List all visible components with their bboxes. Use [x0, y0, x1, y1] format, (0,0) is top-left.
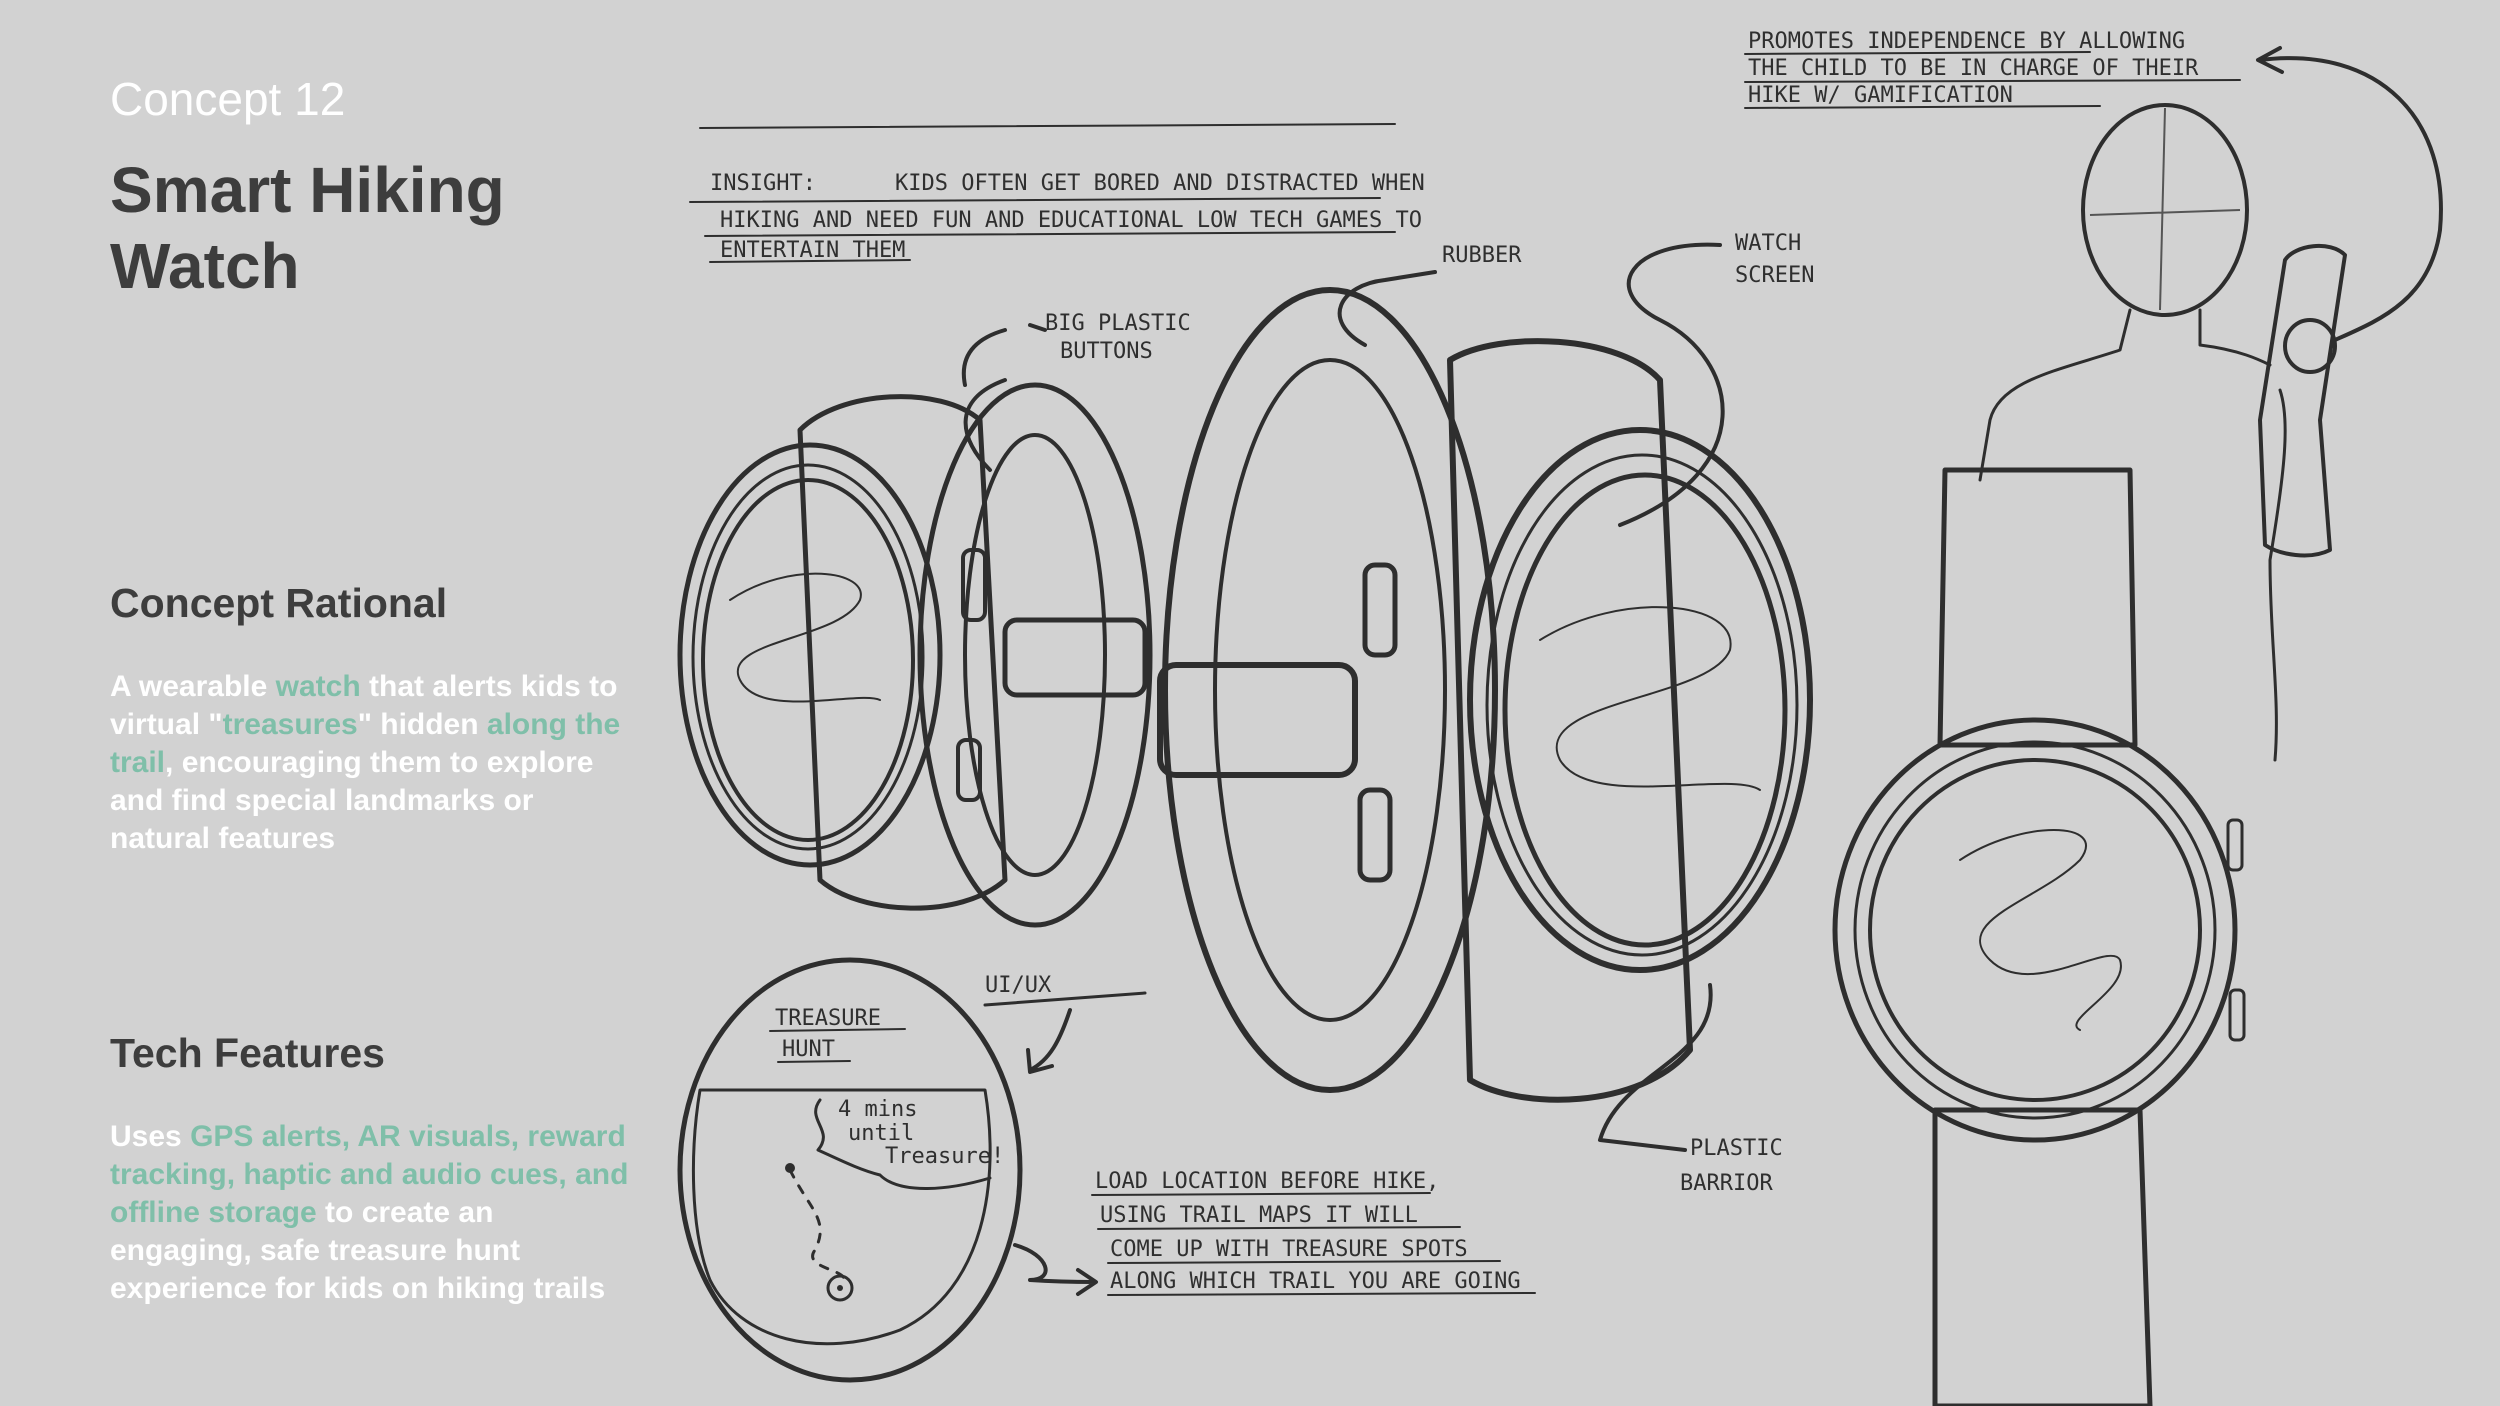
watch-sketch-front [1832, 467, 2246, 1406]
title-line-1: Smart Hiking [110, 154, 505, 226]
treasure-title-2: HUNT [782, 1037, 835, 1062]
concept-label: Concept 12 [110, 73, 346, 125]
rational-text-2: that alerts kids to virtual " [110, 670, 618, 741]
insight-line-3: ENTERTAIN THEM [720, 238, 905, 263]
uiux-sketch: UI/UX TREASURE HUNT 4 mins until Treasur… [677, 957, 1147, 1383]
rational-highlight-1: watch [275, 670, 361, 703]
buttons-label-1: BIG PLASTIC [1045, 311, 1191, 336]
watch-sketch-center [1157, 287, 1813, 1103]
bubble-line-3: Treasure! [885, 1144, 1004, 1169]
rational-heading: Concept Rational [110, 580, 448, 626]
promo-line-3: HIKE W/ GAMIFICATION [1748, 83, 2013, 108]
tech-highlight-1: GPS alerts, AR visuals, reward tracking,… [110, 1120, 629, 1229]
load-line-3: COME UP WITH TREASURE SPOTS [1110, 1237, 1468, 1262]
promo-line-2: THE CHILD TO BE IN CHARGE OF THEIR [1748, 56, 2199, 81]
tech-heading: Tech Features [110, 1030, 385, 1076]
buttons-label-2: BUTTONS [1060, 339, 1153, 364]
screen-left [701, 478, 915, 842]
screen-label-2: SCREEN [1735, 263, 1814, 288]
screen-center [1502, 472, 1788, 948]
barrier-label-1: PLASTIC [1690, 1136, 1783, 1161]
rational-text-4: , encouraging them to explore and find s… [110, 746, 594, 855]
screen-front [1868, 758, 2202, 1102]
tech-paragraph: Uses GPS alerts, AR visuals, reward trac… [110, 1118, 630, 1308]
watch-sketch-left [677, 382, 1153, 928]
rational-text-3: " hidden [357, 708, 487, 741]
load-line-2: USING TRAIL MAPS IT WILL [1100, 1203, 1418, 1228]
treasure-target-icon [826, 1274, 854, 1302]
screen-label-1: WATCH [1735, 231, 1801, 256]
title-line-2: Watch [110, 230, 300, 302]
load-location-note: LOAD LOCATION BEFORE HIKE, USING TRAIL M… [1091, 1169, 1536, 1296]
load-line-4: ALONG WHICH TRAIL YOU ARE GOING [1110, 1269, 1521, 1294]
bubble-line-1: 4 mins [838, 1097, 917, 1122]
rational-text-1: A wearable [110, 670, 276, 703]
bubble-line-2: until [848, 1121, 914, 1146]
treasure-title-1: TREASURE [775, 1006, 881, 1031]
rational-highlight-3: along the trail [110, 708, 621, 779]
uiux-label: UI/UX [985, 973, 1052, 998]
insight-label: INSIGHT: [710, 171, 816, 196]
tech-text-2: to create an engaging, safe treasure hun… [110, 1196, 606, 1305]
page-title: Smart Hiking Watch [110, 152, 630, 304]
tech-text-1: Uses [110, 1120, 191, 1153]
rational-paragraph: A wearable watch that alerts kids to vir… [110, 668, 630, 858]
person-watch-screen [2283, 318, 2337, 374]
person-sketch [1978, 103, 2347, 762]
insight-line-2: HIKING AND NEED FUN AND EDUCATIONAL LOW … [720, 208, 1422, 233]
promo-line-1: PROMOTES INDEPENDENCE BY ALLOWING [1748, 29, 2185, 54]
insight-line-1: KIDS OFTEN GET BORED AND DISTRACTED WHEN [895, 171, 1425, 196]
rational-highlight-2: treasures [222, 708, 358, 741]
load-line-1: LOAD LOCATION BEFORE HIKE, [1095, 1169, 1439, 1194]
independence-note: PROMOTES INDEPENDENCE BY ALLOWING THE CH… [1744, 29, 2443, 342]
component-callouts: BIG PLASTIC BUTTONS RUBBER WATCH SCREEN … [961, 231, 1814, 1196]
barrier-label-2: BARRIOR [1680, 1171, 1773, 1196]
rubber-label: RUBBER [1442, 243, 1522, 268]
insight-note: INSIGHT: KIDS OFTEN GET BORED AND DISTRA… [689, 123, 1425, 263]
